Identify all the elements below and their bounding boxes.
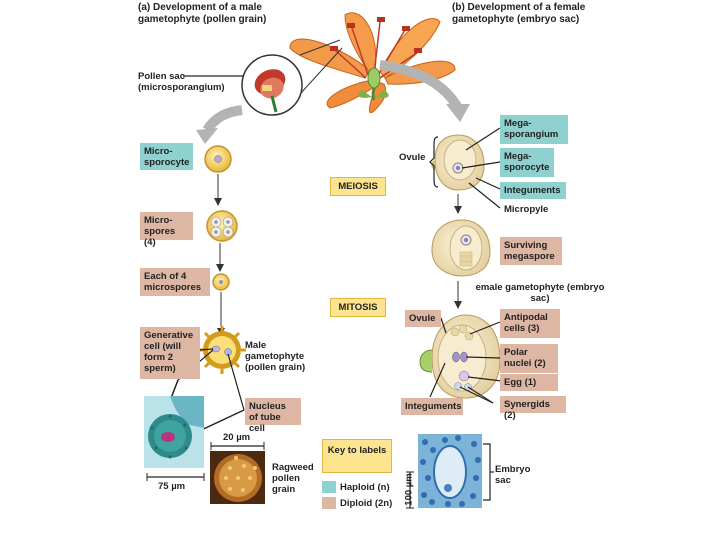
nucleus-tube-cell-label: Nucleus of tube cell xyxy=(245,398,301,434)
female-gametophyte-label: emale gametophyte (embryo sac) xyxy=(475,282,605,304)
megasporocyte-label: Mega-sporocyte xyxy=(500,148,554,177)
integuments-label-2: Integuments xyxy=(401,398,463,415)
arrow-male-path xyxy=(202,105,243,133)
microsporocyte-cell xyxy=(204,145,232,173)
ovule-megasporangium-illustration xyxy=(431,134,485,191)
ragweed-micrograph xyxy=(210,451,265,504)
flower-illustration xyxy=(289,12,456,113)
megasporangium-label: Mega-sporangium xyxy=(500,115,568,144)
male-gametophyte-label: Male gametophyte (pollen grain) xyxy=(245,340,306,373)
key-diploid-swatch xyxy=(322,497,336,509)
key-title: Key to labels xyxy=(322,439,392,473)
arrow-female-path xyxy=(379,60,463,111)
scale-20um: 20 µm xyxy=(223,432,251,443)
micropyle-label: Micropyle xyxy=(504,204,549,215)
generative-cell-label: Generative cell (will form 2 sperm) xyxy=(140,327,200,379)
meiosis-label: MEIOSIS xyxy=(330,177,386,196)
mitosis-label: MITOSIS xyxy=(330,298,386,317)
key-haploid-swatch xyxy=(322,481,336,493)
surviving-megaspore-illustration xyxy=(431,219,491,277)
microsporocyte-label: Micro-sporocyte xyxy=(140,143,193,170)
egg-label: Egg (1) xyxy=(500,374,558,391)
ovule-label: Ovule xyxy=(399,152,426,163)
microspores-cell xyxy=(206,210,238,242)
antipodal-cells-label: Antipodal cells (3) xyxy=(500,309,560,338)
synergids-label: Synergids (2) xyxy=(500,396,566,421)
key-haploid-label: Haploid (n) xyxy=(340,482,390,493)
pollen-sac-label: Pollen sac (microsporangium) xyxy=(138,71,225,93)
polar-nuclei-label: Polar nuclei (2) xyxy=(500,344,558,373)
microspores-label: Micro-spores (4) xyxy=(140,212,193,248)
integuments-label: Integuments xyxy=(500,182,566,199)
header-male: (a) Development of a male gametophyte (p… xyxy=(138,2,267,25)
ragweed-label: Ragweed pollen grain xyxy=(272,462,314,495)
embryo-sac-micrograph xyxy=(418,434,482,508)
embryo-sac-illustration xyxy=(419,314,501,399)
key-diploid-label: Diploid (2n) xyxy=(340,498,393,509)
scale-100um: 100 µm xyxy=(403,473,415,506)
header-female: (b) Development of a female gametophyte … xyxy=(452,2,586,25)
embryo-sac-label: Embryo sac xyxy=(495,464,531,486)
single-microspore-cell xyxy=(212,273,230,291)
scale-75um: 75 µm xyxy=(158,481,186,492)
pollen-sac-magnifier xyxy=(241,39,343,116)
ovule-label-2: Ovule xyxy=(405,310,441,327)
pollen-micrograph-teal xyxy=(144,396,204,468)
each-of-4-microspores-label: Each of 4 microspores xyxy=(140,268,210,296)
surviving-megaspore-label: Surviving megaspore xyxy=(500,237,562,265)
pollen-grain-cell xyxy=(198,326,246,374)
